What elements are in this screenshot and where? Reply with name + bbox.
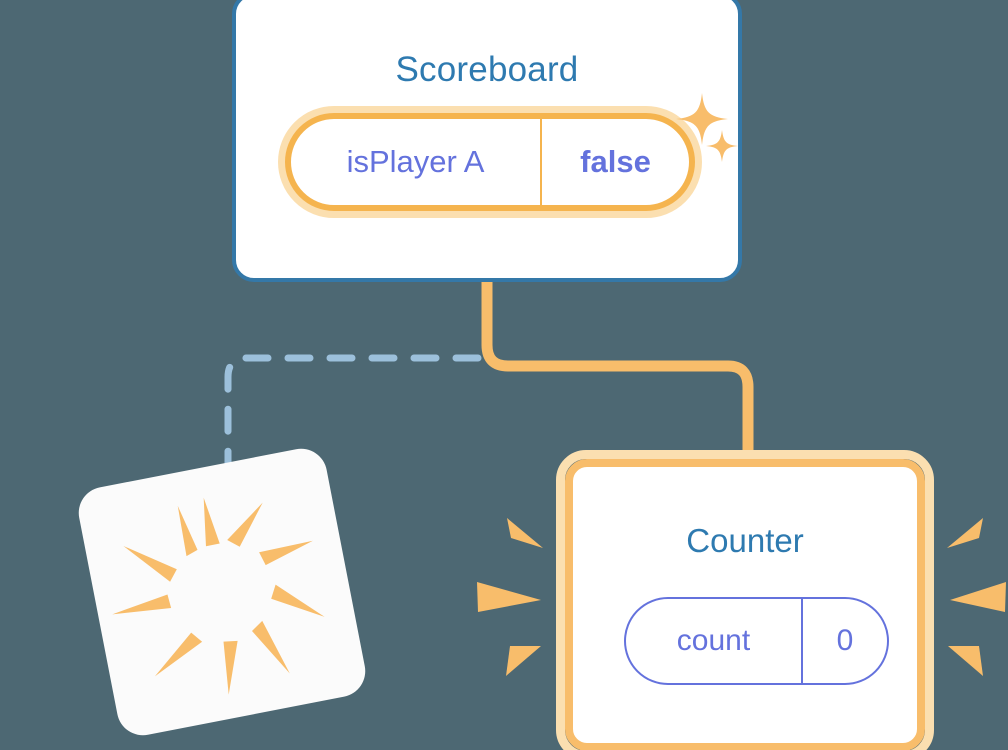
scoreboard-pill-body[interactable]: isPlayer A false xyxy=(285,113,695,211)
scoreboard-prop-pill[interactable]: isPlayer A false xyxy=(278,106,702,218)
burst-ray xyxy=(251,620,290,674)
counter-ray-right-bottom xyxy=(948,646,983,676)
dashed-connector xyxy=(224,354,482,470)
exploding-card-rays xyxy=(112,497,325,695)
counter-ray-left-mid xyxy=(477,582,541,612)
counter-ray-right-top xyxy=(947,518,983,548)
scoreboard-title: Scoreboard xyxy=(395,50,579,89)
burst-ray xyxy=(112,594,172,615)
sparkle-small-icon xyxy=(706,130,738,162)
scoreboard-pill-glow xyxy=(278,106,702,218)
scoreboard-card[interactable]: Scoreboard isPlayer A false xyxy=(232,0,742,282)
counter-ray-left-bottom xyxy=(506,646,541,676)
counter-prop-key: count xyxy=(626,599,803,683)
scoreboard-prop-value: false xyxy=(580,144,651,179)
burst-ray xyxy=(227,502,263,547)
burst-ray xyxy=(123,545,177,582)
counter-ray-right-mid xyxy=(950,582,1006,612)
burst-ray xyxy=(259,540,313,566)
burst-ray xyxy=(177,505,198,557)
burst-ray xyxy=(271,584,325,617)
counter-card[interactable]: Counter count 0 xyxy=(556,450,934,750)
burst-ray xyxy=(223,640,238,695)
burst-ray xyxy=(203,497,220,547)
exploding-card xyxy=(74,444,370,740)
orange-connector xyxy=(481,278,754,460)
counter-card-body: Counter count 0 xyxy=(565,459,925,750)
counter-prop-value: 0 xyxy=(836,624,854,657)
counter-title: Counter xyxy=(686,522,804,559)
sparkle-large-icon xyxy=(676,93,728,145)
scoreboard-prop-key: isPlayer A xyxy=(291,119,542,205)
burst-ray xyxy=(154,632,203,677)
counter-prop-pill[interactable]: count 0 xyxy=(624,597,889,685)
counter-ray-left-top xyxy=(507,518,543,548)
